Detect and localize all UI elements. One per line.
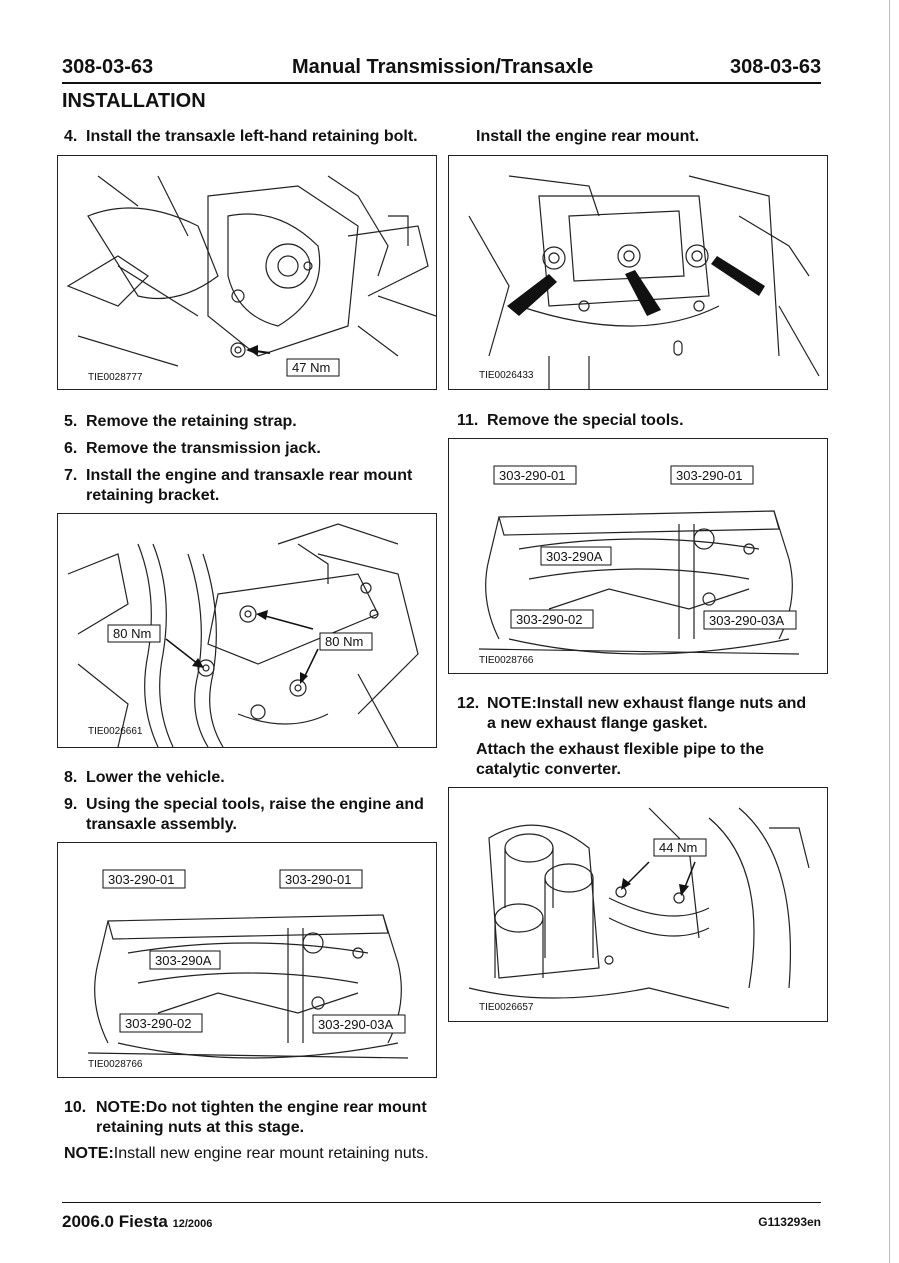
step-text-line2: retaining nuts at this stage. [96,1119,305,1136]
attach-exhaust: Attach the exhaust flexible pipe to the … [476,740,836,782]
step-text-line2: a new exhaust flange gasket. [487,715,708,732]
tool-label: 303-290-01 [285,872,352,887]
intro-rear-mount: Install the engine rear mount. [476,127,836,149]
step-number: 5. [64,413,78,430]
figure-id: TIE0028766 [479,655,534,666]
step-text: Remove the special tools. [487,412,684,429]
step-text: Install the engine rear mount. [476,128,700,145]
footer-code: G113293en [758,1215,821,1229]
torque-label: 44 Nm [659,840,697,855]
step-text-line1: Install the engine and transaxle rear mo… [86,467,413,484]
step-9: 9. Using the special tools, raise the en… [64,795,444,837]
step-text-line1: Attach the exhaust flexible pipe to the [476,741,765,758]
binding-edge [889,0,890,1263]
step-text: Install the transaxle left-hand retainin… [86,128,418,145]
torque-label: 80 Nm [325,634,363,649]
tool-label: 303-290-03A [318,1017,393,1032]
step-12: 12. NOTE:Install new exhaust flange nuts… [457,694,837,736]
figure-id: TIE0028777 [88,372,143,383]
step-number: 6. [64,440,78,457]
note-new-nuts: NOTE:Install new engine rear mount retai… [64,1144,444,1164]
step-4: 4. Install the transaxle left-hand retai… [64,127,444,149]
figure-rear-mount-bracket: 80 Nm 80 Nm TIE0026661 [57,513,437,748]
step-text: Remove the transmission jack. [86,440,321,457]
step-10: 10. NOTE:Do not tighten the engine rear … [64,1098,444,1140]
figure-special-tools-right: 303-290-01 303-290-01 303-290A 303-290-0… [448,438,828,674]
footer-model: 2006.0 Fiesta 12/2006 [62,1212,212,1232]
tool-label: 303-290-03A [709,613,784,628]
step-5: 5. Remove the retaining strap. [64,412,444,434]
footer-model-name: 2006.0 Fiesta [62,1212,168,1231]
step-text-line1: NOTE:Install new exhaust flange nuts and [487,695,807,712]
figure-id: TIE0026657 [479,1002,534,1013]
tool-label: 303-290-01 [499,468,566,483]
step-6: 6. Remove the transmission jack. [64,439,444,461]
step-text-line2: transaxle assembly. [86,816,237,833]
note-text: Install new engine rear mount retaining … [113,1145,429,1162]
tool-label: 303-290-01 [676,468,743,483]
step-number: 10. [64,1099,87,1116]
step-text: Lower the vehicle. [86,769,225,786]
step-text-line1: NOTE:Do not tighten the engine rear moun… [96,1099,427,1116]
page-number-right: 308-03-63 [730,56,822,78]
step-number: 11. [457,412,479,429]
figure-exhaust-flange: 44 Nm TIE0026657 [448,787,828,1022]
note-prefix: NOTE: [64,1145,114,1162]
figure-id: TIE0026661 [88,726,143,737]
footer-date: 12/2006 [172,1218,213,1230]
page-number-left: 308-03-63 [62,56,154,78]
figure-id: TIE0026433 [479,370,534,381]
tool-label: 303-290-01 [108,872,175,887]
torque-label: 47 Nm [292,360,330,375]
step-text-line2: retaining bracket. [86,487,220,504]
tool-label: 303-290-02 [516,612,583,627]
tool-label: 303-290-02 [125,1016,192,1031]
figure-engine-rear-mount: TIE0026433 [448,155,828,390]
step-number: 7. [64,467,78,484]
step-11: 11. Remove the special tools. [457,411,817,433]
figure-id: TIE0028766 [88,1059,143,1070]
footer-rule [62,1202,821,1203]
step-number: 4. [64,128,78,145]
section-title: INSTALLATION [62,90,206,112]
figure-special-tools-left: 303-290-01 303-290-01 303-290A 303-290-0… [57,842,437,1078]
step-7: 7. Install the engine and transaxle rear… [64,466,444,508]
tool-label: 303-290A [155,953,212,968]
step-text-line1: Using the special tools, raise the engin… [86,796,424,813]
page-title: Manual Transmission/Transaxle [292,56,594,78]
header-rule [62,82,821,84]
step-number: 8. [64,769,78,786]
step-text-line2: catalytic converter. [476,761,621,778]
step-number: 12. [457,695,480,712]
step-number: 9. [64,796,78,813]
torque-label: 80 Nm [113,626,151,641]
tool-label: 303-290A [546,549,603,564]
figure-transaxle-bolt: 47 Nm TIE0028777 [57,155,437,390]
step-text: Remove the retaining strap. [86,413,297,430]
step-8: 8. Lower the vehicle. [64,768,444,790]
